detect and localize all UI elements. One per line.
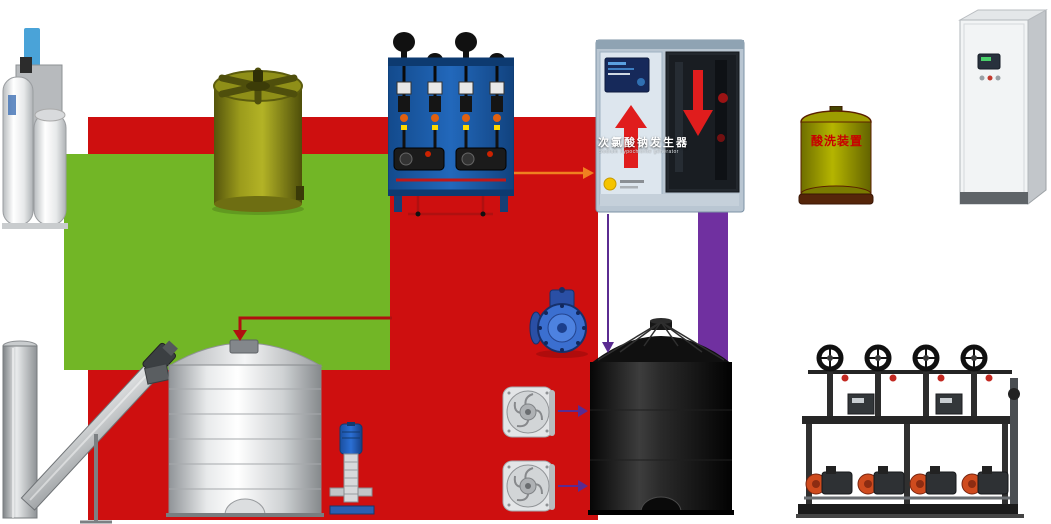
screw-conveyor xyxy=(0,336,196,524)
blue-valve-illustration xyxy=(529,287,588,358)
black-tank-illustration xyxy=(588,318,734,515)
dosing-pump-skid-illustration xyxy=(388,32,514,217)
acid-wash-tank-illustration xyxy=(798,106,874,205)
control-cabinet-illustration xyxy=(958,9,1048,206)
stainless-tank-illustration xyxy=(166,339,324,517)
valve-columns xyxy=(396,66,505,148)
vertical-pump-illustration xyxy=(329,422,375,515)
screw-conveyor-illustration xyxy=(2,340,178,524)
generator-subtitle-label: Sodium hypochlorite generator xyxy=(599,149,679,155)
water-softener-illustration xyxy=(2,57,68,229)
handwheel-valves xyxy=(816,344,993,416)
sodium-hypochlorite-generator xyxy=(595,38,745,214)
acid-wash-tank xyxy=(797,106,875,210)
metering-pumps xyxy=(805,466,1009,495)
generator-cabinet-illustration xyxy=(595,39,745,213)
control-cabinet xyxy=(952,6,1050,208)
chemical-dosing-tank xyxy=(208,58,308,218)
blower-fan-icon xyxy=(502,460,555,512)
chemical-dosing-tank-illustration xyxy=(212,67,304,215)
blue-valve-pump xyxy=(526,286,596,360)
generator-title-label: 次氯酸钠发生器 xyxy=(598,137,689,149)
tank-hatch xyxy=(229,339,259,354)
red-down-arrow-icon xyxy=(683,70,713,136)
metering-pump-skid xyxy=(796,342,1024,522)
black-storage-tank xyxy=(586,318,736,522)
cabinet-screen xyxy=(977,53,1001,70)
stainless-steel-tank xyxy=(166,334,324,522)
dosing-pump-skid xyxy=(388,30,514,218)
blower-fan-2 xyxy=(501,458,559,516)
blower-fan-1 xyxy=(501,384,559,442)
water-softener xyxy=(0,55,80,240)
vertical-pump xyxy=(328,422,376,522)
metering-pump-skid-illustration xyxy=(796,344,1024,518)
blower-fan-icon xyxy=(502,386,555,438)
skid-pumps xyxy=(393,147,507,171)
red-up-arrow-icon xyxy=(615,105,647,168)
acid-wash-label: 酸洗装置 xyxy=(810,134,863,148)
brand-logo-icon xyxy=(603,177,617,191)
